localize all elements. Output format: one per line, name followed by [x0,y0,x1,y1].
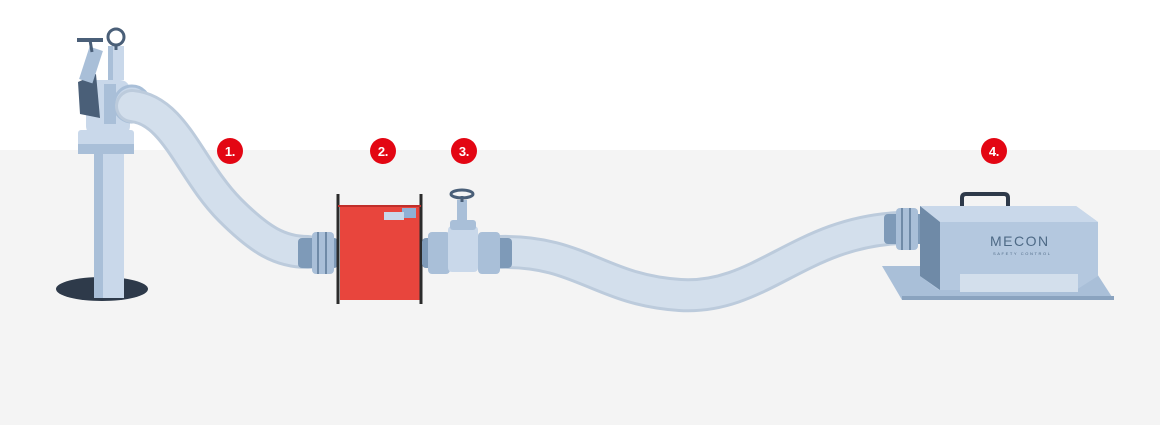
step-badge-4: 4. [981,138,1007,164]
step-badge-1: 1. [217,138,243,164]
coupling-right [884,208,930,250]
hose-2 [483,211,917,313]
step-badge-3: 3. [451,138,477,164]
meter-box [336,194,423,304]
controller-unit [882,192,1114,300]
step-badge-2: 2. [370,138,396,164]
hose-1 [115,89,325,269]
hydrant [77,27,152,298]
valve-assembly [422,188,512,274]
controller-brand: MECON [990,233,1050,249]
coupling-left [298,232,338,274]
controller-tagline: SAFETY CONTROL [993,251,1052,256]
